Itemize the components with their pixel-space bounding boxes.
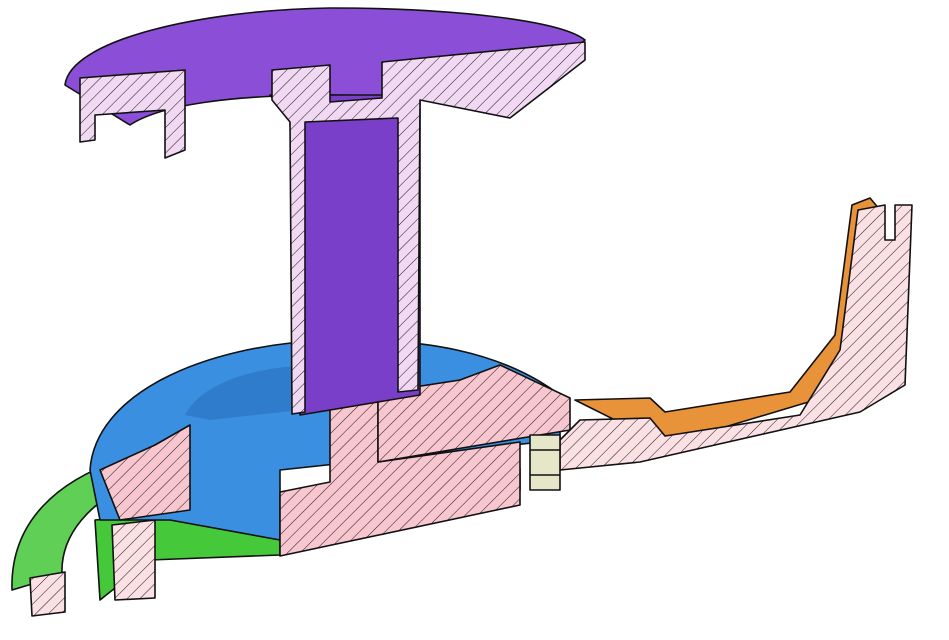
pin-fastener — [529, 434, 561, 491]
threaded-shaft — [271, 41, 586, 415]
blue-body-section-left — [99, 424, 191, 521]
orange-arm — [559, 197, 913, 471]
green-ring-section-left — [29, 571, 66, 617]
green-ring-section-right — [111, 519, 156, 601]
purple-flange-cap — [64, 7, 586, 416]
orange-arm-section — [559, 204, 913, 471]
